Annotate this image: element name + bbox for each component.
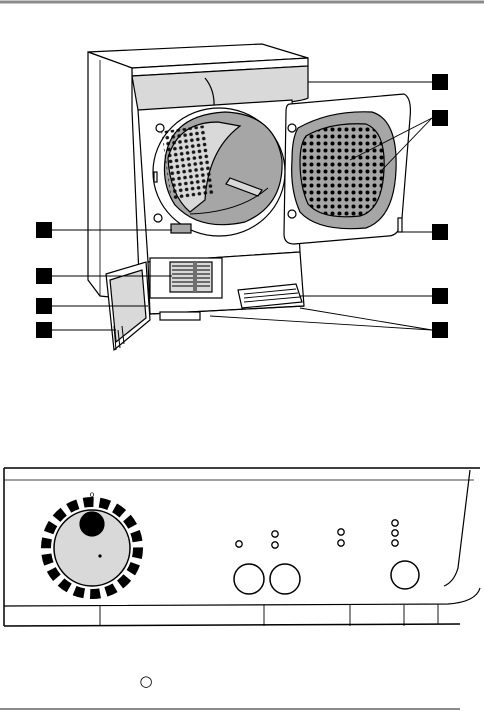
led-indicator — [338, 529, 344, 535]
led-indicator — [392, 540, 398, 546]
dryer-side — [88, 52, 140, 300]
callout-marker — [36, 222, 52, 238]
led-group — [236, 520, 398, 548]
dryer-illustration — [88, 44, 410, 350]
footer-symbol: ○ — [139, 672, 152, 690]
front-filter — [171, 224, 191, 233]
callout-marker — [432, 74, 448, 90]
door-filter — [300, 124, 384, 217]
knob-indicator: o — [90, 490, 95, 499]
callout-marker — [432, 224, 448, 240]
led-indicator — [392, 520, 398, 526]
led-indicator — [392, 530, 398, 536]
panel-right-edge — [444, 470, 470, 586]
callout-marker — [432, 288, 448, 304]
callout-marker — [36, 322, 52, 338]
callout-marker — [432, 322, 448, 338]
led-indicator — [338, 540, 344, 546]
foot-left — [160, 312, 200, 320]
callout-marker — [36, 268, 52, 284]
led-indicator — [272, 531, 278, 537]
led-indicator — [236, 541, 242, 547]
knob-cap — [80, 512, 104, 536]
option-button[interactable] — [234, 564, 264, 594]
callout-marker — [36, 298, 52, 314]
control-panel: o — [4, 468, 480, 626]
callout-marker — [432, 110, 448, 126]
start-button[interactable] — [391, 561, 419, 589]
option-button[interactable] — [270, 564, 300, 594]
led-indicator — [272, 542, 278, 548]
